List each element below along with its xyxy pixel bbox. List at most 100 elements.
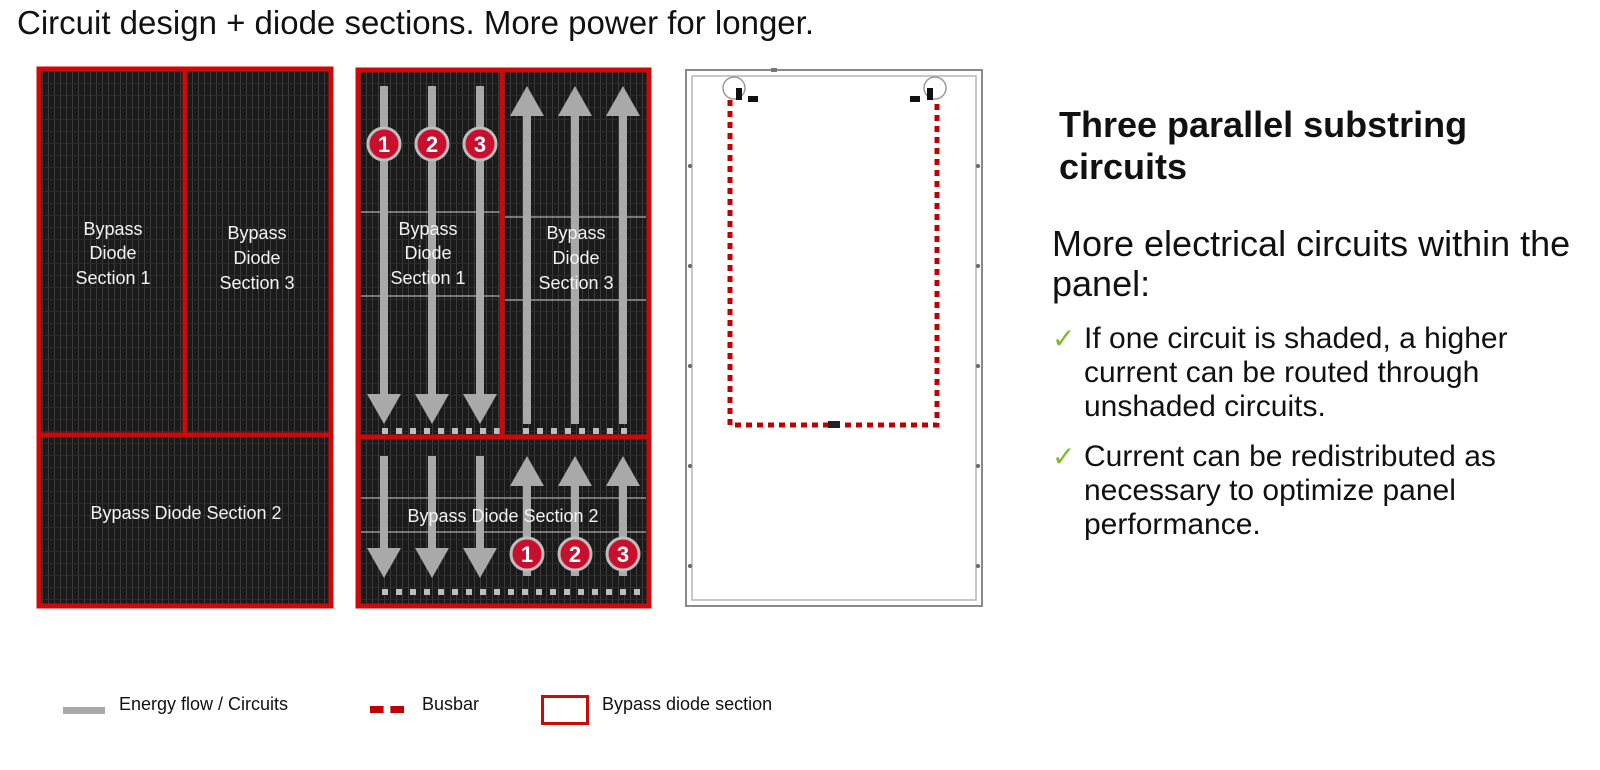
bypass-section-2 bbox=[355, 434, 652, 609]
info-subheading: More electrical circuits within the pane… bbox=[1052, 223, 1571, 304]
connector-left bbox=[736, 88, 742, 100]
legend-energy-flow: Energy flow / Circuits bbox=[119, 694, 289, 714]
mount-hole bbox=[976, 364, 980, 368]
busbar-dot bbox=[396, 428, 402, 434]
circuit-badge-top-1: 1 bbox=[366, 126, 402, 162]
badge-number: 1 bbox=[521, 542, 533, 567]
mount-hole bbox=[688, 564, 692, 568]
busbar-dot bbox=[438, 589, 444, 595]
busbar-dot bbox=[508, 589, 514, 595]
arrow-down-head bbox=[463, 548, 497, 578]
badge-number: 2 bbox=[569, 542, 581, 567]
busbar-dot bbox=[466, 589, 472, 595]
section-3-label-line2: Diode bbox=[552, 248, 599, 268]
section-1-label-line1: Bypass bbox=[398, 219, 457, 239]
arrow-up-head bbox=[558, 456, 592, 486]
connector-right bbox=[927, 88, 933, 100]
benefit-text: Current can be redistributed as necessar… bbox=[1084, 440, 1496, 541]
bypass-swatch bbox=[541, 695, 589, 725]
busbar-dot bbox=[565, 428, 571, 434]
section-2-label: Bypass Diode Section 2 bbox=[407, 506, 598, 526]
section-1-label-line3: Section 1 bbox=[75, 268, 150, 288]
section-1-label-line2: Diode bbox=[89, 243, 136, 263]
circuit-badge-top-3: 3 bbox=[462, 126, 498, 162]
section-3-label-line3: Section 3 bbox=[219, 273, 294, 293]
busbar-dot bbox=[466, 428, 472, 434]
arrow-down-head bbox=[367, 548, 401, 578]
busbar-junction bbox=[828, 421, 840, 428]
arrow-down-head bbox=[415, 548, 449, 578]
mount-hole bbox=[688, 164, 692, 168]
panel-2-busbars bbox=[382, 428, 640, 595]
badge-number: 1 bbox=[378, 132, 390, 157]
badge-number: 3 bbox=[474, 132, 486, 157]
busbar-dot bbox=[452, 589, 458, 595]
busbar-dot bbox=[452, 428, 458, 434]
mount-hole bbox=[976, 564, 980, 568]
badge-number: 3 bbox=[617, 542, 629, 567]
circuit-badge-bottom-2: 2 bbox=[557, 536, 593, 572]
busbar-dot bbox=[607, 428, 613, 434]
busbar-dot bbox=[494, 589, 500, 595]
connector-right-plug bbox=[910, 96, 920, 102]
arrow-up-head bbox=[510, 86, 544, 116]
busbar-dot bbox=[593, 428, 599, 434]
energy-flow-swatch bbox=[63, 707, 105, 714]
panel-frame-outer bbox=[685, 69, 983, 607]
panel-frame-inner bbox=[691, 75, 977, 601]
circuit-badge-bottom-1: 1 bbox=[509, 536, 545, 572]
busbar-dot bbox=[424, 589, 430, 595]
busbar-loop bbox=[727, 100, 940, 428]
section-3-label-line2: Diode bbox=[233, 248, 280, 268]
arrow-up-head bbox=[510, 456, 544, 486]
busbar-dot bbox=[480, 589, 486, 595]
busbar-dot bbox=[410, 589, 416, 595]
mount-hole bbox=[688, 464, 692, 468]
mount-hole bbox=[976, 164, 980, 168]
benefit-text: If one circuit is shaded, a higher curre… bbox=[1084, 322, 1508, 423]
busbar-dot bbox=[537, 428, 543, 434]
diagram-canvas: Bypass Diode Section 1 Bypass Diode Sect… bbox=[36, 66, 983, 609]
busbar-dot bbox=[564, 589, 570, 595]
busbar-dot bbox=[382, 428, 388, 434]
section-1-label-line2: Diode bbox=[404, 243, 451, 263]
junction-box-left bbox=[722, 76, 746, 100]
panel-circuits: Bypass Diode Section 1 Bypass Diode Sect… bbox=[355, 67, 652, 609]
arrow-down-head bbox=[463, 394, 497, 424]
section-3-label-line3: Section 3 bbox=[538, 273, 613, 293]
mount-hole bbox=[688, 264, 692, 268]
busbar-dot bbox=[522, 589, 528, 595]
arrow-up-head bbox=[606, 86, 640, 116]
junction-box-right bbox=[923, 76, 947, 100]
busbar-dot bbox=[536, 589, 542, 595]
busbar-dot bbox=[620, 589, 626, 595]
arrow-up-head bbox=[606, 456, 640, 486]
busbar-dot bbox=[634, 589, 640, 595]
mounting-holes bbox=[688, 164, 980, 568]
frame-clip bbox=[771, 68, 777, 72]
busbar-dot bbox=[550, 589, 556, 595]
busbar-dot bbox=[578, 589, 584, 595]
info-heading: Three parallel substring circuits bbox=[1059, 104, 1468, 187]
section-2-label: Bypass Diode Section 2 bbox=[90, 503, 281, 523]
busbar-dot bbox=[551, 428, 557, 434]
busbar-dot bbox=[606, 589, 612, 595]
benefit-item: ✓ If one circuit is shaded, a higher cur… bbox=[1052, 322, 1592, 424]
circuit-badge-top-2: 2 bbox=[414, 126, 450, 162]
section-1-label-line3: Section 1 bbox=[390, 268, 465, 288]
bypass-section-2 bbox=[36, 432, 334, 609]
badge-number: 2 bbox=[426, 132, 438, 157]
busbar-dot bbox=[621, 428, 627, 434]
busbar-dot bbox=[382, 589, 388, 595]
busbar-dot bbox=[480, 428, 486, 434]
check-icon: ✓ bbox=[1052, 441, 1076, 472]
circuit-badge-bottom-3: 3 bbox=[605, 536, 641, 572]
busbar-dot bbox=[592, 589, 598, 595]
busbar-dot bbox=[494, 428, 500, 434]
info-panel: Three parallel substring circuits More e… bbox=[1052, 104, 1592, 558]
busbar-dot bbox=[523, 428, 529, 434]
busbar-dot bbox=[579, 428, 585, 434]
busbar-dot bbox=[410, 428, 416, 434]
mount-hole bbox=[976, 464, 980, 468]
busbar-dot bbox=[424, 428, 430, 434]
